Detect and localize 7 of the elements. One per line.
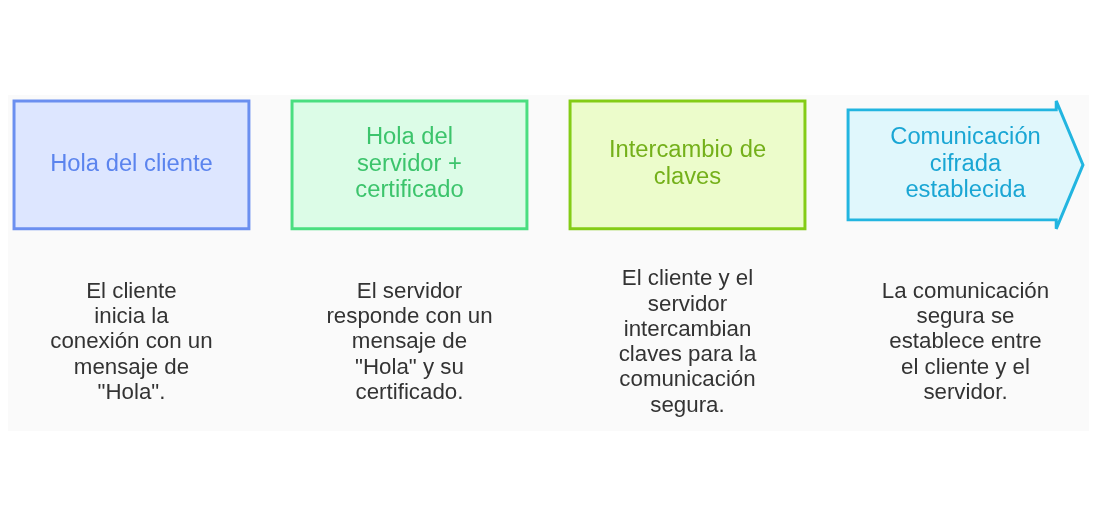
node-label: El servidor responde con un mensaje de "Hola" y su certificado.	[326, 277, 493, 405]
node-box: Hola del cliente	[12, 99, 251, 231]
node-label: El cliente y el servidor intercambian claves para la comunicación segura.	[618, 265, 757, 417]
node-box: Intercambio de claves	[568, 99, 807, 231]
node-box: Hola del servidor + certificado	[290, 99, 529, 231]
node-label: La comunicación segura se establece entre el cliente y el servidor.	[881, 277, 1050, 405]
node-label: El cliente inicia la conexión con un mensaje de "Hola".	[50, 277, 213, 405]
